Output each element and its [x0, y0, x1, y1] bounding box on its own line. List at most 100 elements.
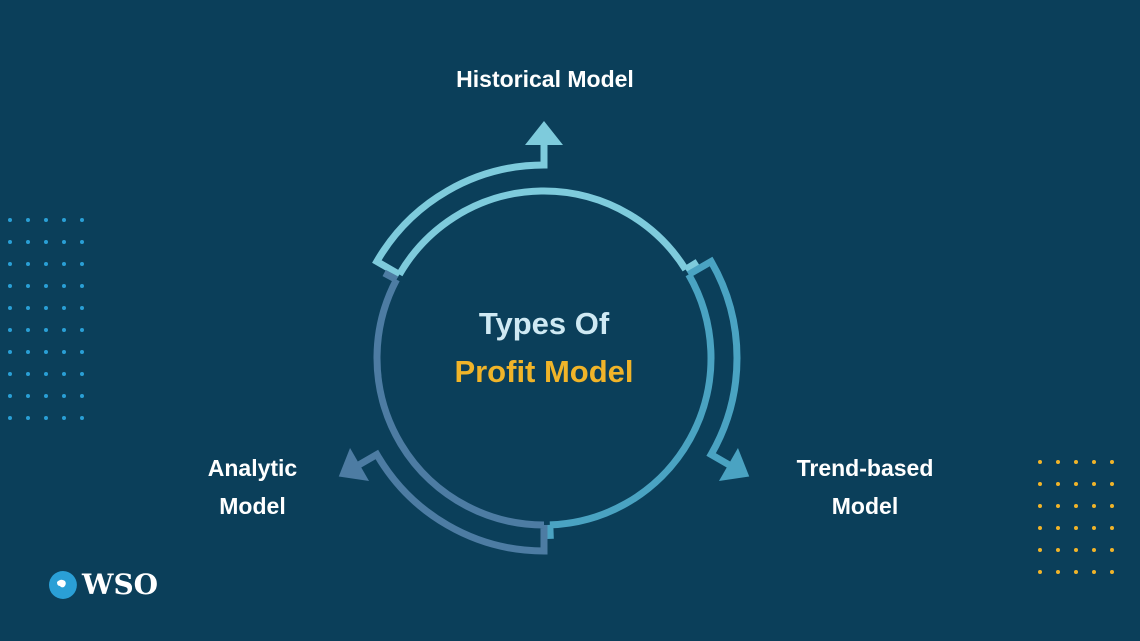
dot — [8, 416, 12, 420]
dot — [8, 306, 12, 310]
dot — [26, 328, 30, 332]
dot — [44, 218, 48, 222]
label-historical-model: Historical Model — [456, 66, 634, 92]
dot — [1110, 460, 1114, 464]
dot — [1056, 460, 1060, 464]
dot — [62, 372, 66, 376]
arrowhead-icon — [525, 121, 563, 145]
dot — [44, 350, 48, 354]
dot — [44, 306, 48, 310]
dot — [44, 262, 48, 266]
center-title-line2: Profit Model — [454, 354, 634, 389]
label-line: Trend-based — [796, 455, 934, 481]
dot — [1038, 526, 1042, 530]
dot — [8, 284, 12, 288]
dot — [44, 284, 48, 288]
wso-logo: WSO — [48, 568, 158, 601]
dot — [1056, 504, 1060, 508]
decorative-dots-right — [1038, 460, 1114, 574]
dot — [62, 394, 66, 398]
segment-historical — [372, 121, 700, 278]
dot — [80, 284, 84, 288]
dot — [80, 350, 84, 354]
segment-arc — [372, 143, 700, 278]
dot — [1074, 460, 1078, 464]
dot — [8, 394, 12, 398]
dot — [62, 350, 66, 354]
dot — [1074, 504, 1078, 508]
dot — [1056, 526, 1060, 530]
dot — [62, 284, 66, 288]
dot — [26, 350, 30, 354]
dot — [26, 306, 30, 310]
dot — [1110, 482, 1114, 486]
arrowhead-icon — [718, 448, 750, 481]
arrowhead-icon — [338, 448, 370, 481]
dot — [80, 218, 84, 222]
dot — [80, 262, 84, 266]
dot — [62, 328, 66, 332]
dot — [1038, 482, 1042, 486]
dot — [62, 306, 66, 310]
dot — [1038, 460, 1042, 464]
dot — [1092, 460, 1096, 464]
dot — [80, 306, 84, 310]
segment-trend-based — [546, 256, 750, 540]
globe-icon — [49, 570, 78, 599]
label-line: Model — [219, 493, 286, 519]
dot — [26, 262, 30, 266]
dot — [1092, 504, 1096, 508]
dot — [26, 372, 30, 376]
dot — [8, 218, 12, 222]
dot — [1092, 570, 1096, 574]
dot — [1056, 570, 1060, 574]
dot — [1038, 548, 1042, 552]
dot — [1110, 526, 1114, 530]
dot — [80, 394, 84, 398]
dot — [62, 218, 66, 222]
dot — [8, 240, 12, 244]
segment-arc — [546, 256, 741, 540]
dot — [80, 328, 84, 332]
dot — [80, 416, 84, 420]
dot — [80, 372, 84, 376]
dot — [1074, 570, 1078, 574]
center-title-line1: Types Of — [478, 306, 610, 341]
dot — [26, 284, 30, 288]
dot — [1110, 548, 1114, 552]
dot — [26, 394, 30, 398]
dot — [44, 240, 48, 244]
decorative-dots-left — [8, 218, 84, 420]
dot — [1092, 482, 1096, 486]
dot — [1074, 526, 1078, 530]
dot — [44, 416, 48, 420]
dot — [1056, 482, 1060, 486]
dot — [44, 328, 48, 332]
dot — [62, 240, 66, 244]
dot — [1038, 504, 1042, 508]
dot — [26, 416, 30, 420]
logo-text: WSO — [82, 568, 159, 601]
dot — [1110, 504, 1114, 508]
dot — [1110, 570, 1114, 574]
dot — [1092, 548, 1096, 552]
label-analytic-model: Analytic Model — [180, 449, 325, 525]
dot — [1074, 482, 1078, 486]
dot — [44, 394, 48, 398]
dot — [80, 240, 84, 244]
label-line: Model — [831, 493, 899, 519]
segment-arc — [356, 269, 548, 555]
dot — [8, 262, 12, 266]
dot — [1092, 526, 1096, 530]
dot — [1056, 548, 1060, 552]
segment-analytic — [338, 269, 548, 555]
label-line: Analytic — [207, 455, 298, 481]
dot — [26, 240, 30, 244]
label-trend-based-model: Trend-based Model — [770, 449, 960, 525]
dot — [26, 218, 30, 222]
dot — [44, 372, 48, 376]
dot — [1038, 570, 1042, 574]
dot — [8, 328, 12, 332]
dot — [1074, 548, 1078, 552]
